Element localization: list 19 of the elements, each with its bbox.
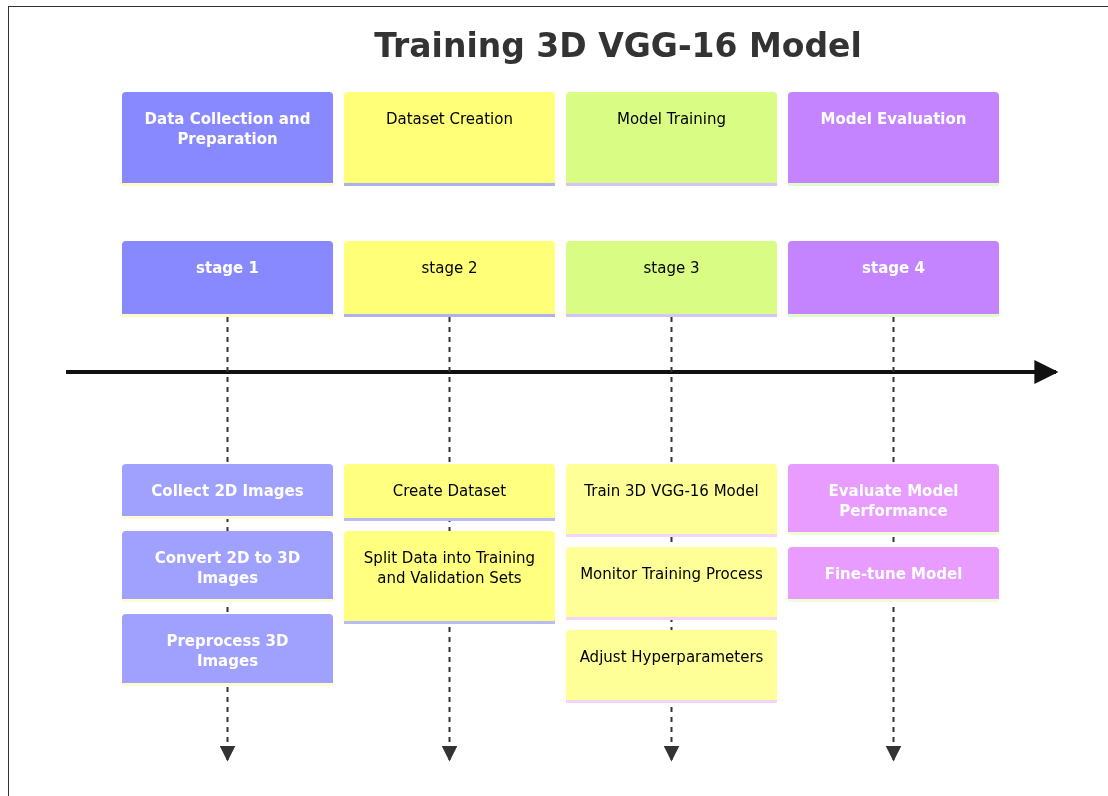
section-header-box: Dataset Creation — [344, 92, 555, 186]
stage-box: stage 2 — [344, 241, 555, 317]
event-box: Monitor Training Process — [566, 547, 777, 620]
stage-box: stage 1 — [122, 241, 333, 317]
stage-box: stage 3 — [566, 241, 777, 317]
event-box: Evaluate Model Performance — [788, 464, 999, 535]
event-box: Preprocess 3D Images — [122, 614, 333, 686]
section-header-box: Model Training — [566, 92, 777, 186]
diagram-title: Training 3D VGG-16 Model — [373, 25, 863, 67]
event-box: Create Dataset — [344, 464, 555, 521]
stage-box: stage 4 — [788, 241, 999, 317]
section-header-box: Data Collection and Preparation — [122, 92, 333, 186]
event-box: Split Data into Training and Validation Sets — [344, 531, 555, 624]
section-header-box: Model Evaluation — [788, 92, 999, 186]
event-box: Convert 2D to 3D Images — [122, 531, 333, 602]
event-box: Fine-tune Model — [788, 547, 999, 602]
event-box: Collect 2D Images — [122, 464, 333, 519]
event-box: Adjust Hyperparameters — [566, 630, 777, 703]
event-box: Train 3D VGG-16 Model — [566, 464, 777, 537]
